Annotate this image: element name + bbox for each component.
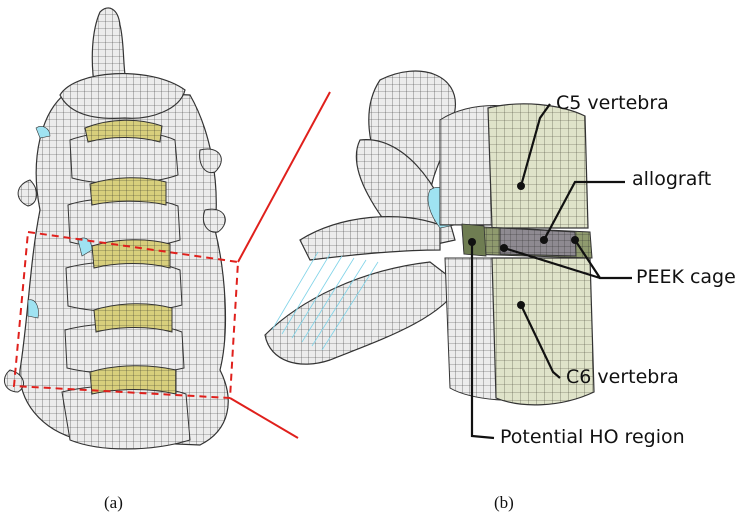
- panel-a-spine-model: [3, 7, 229, 450]
- leader-peek-a: [503, 246, 601, 280]
- leader-lines: [470, 103, 632, 440]
- caption-panel-b: (b): [494, 493, 514, 512]
- label-c6-vertebra: C6 vertebra: [566, 366, 679, 388]
- label-allograft: allograft: [632, 168, 712, 190]
- label-potential-ho-region: Potential HO region: [500, 426, 685, 448]
- label-c5-vertebra: C5 vertebra: [556, 92, 669, 114]
- zoom-indicator: [12, 91, 331, 439]
- leader-ho: [470, 242, 495, 440]
- leader-allograft: [543, 180, 625, 241]
- caption-panel-a: (a): [104, 493, 123, 512]
- label-peek-cage: PEEK cage: [636, 266, 736, 288]
- zoom-line-top: [237, 91, 331, 263]
- leader-c6: [520, 304, 561, 379]
- leader-peek-b: [574, 239, 632, 280]
- zoom-line-bottom: [229, 397, 299, 439]
- leader-c5: [519, 103, 551, 187]
- panel-b-segment-model: [264, 70, 595, 406]
